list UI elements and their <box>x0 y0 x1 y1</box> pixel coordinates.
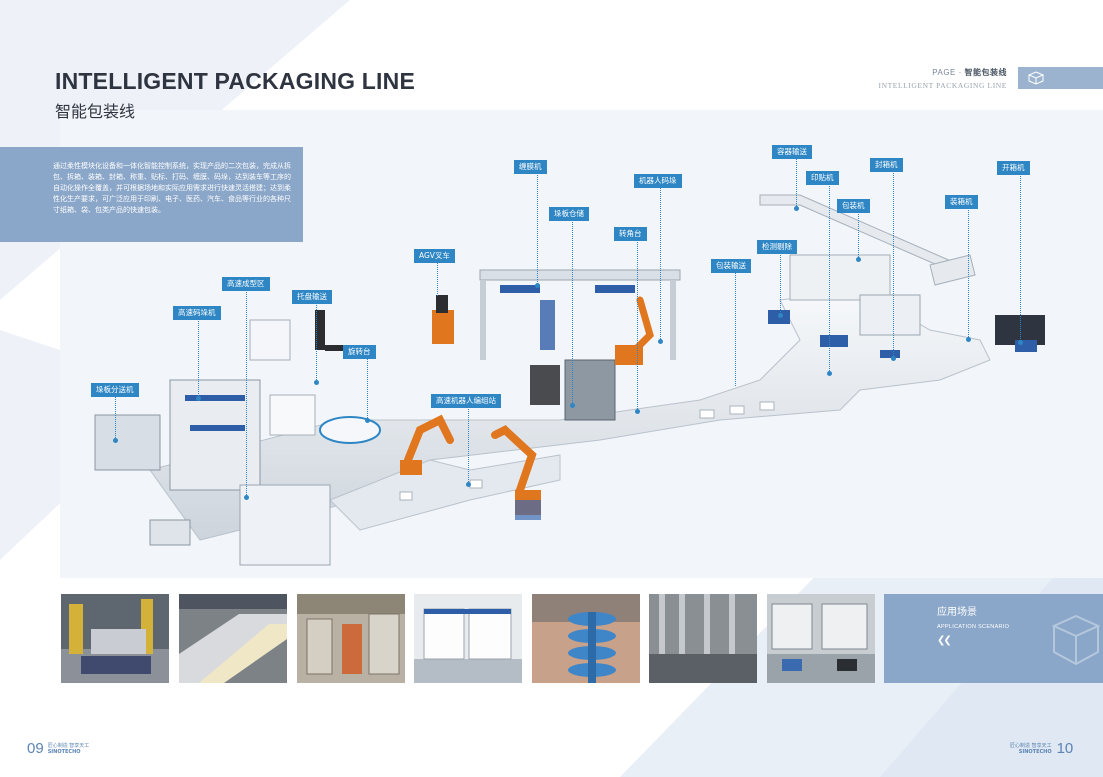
callout-pallet-dispenser: 垛板分送机 <box>91 383 139 397</box>
footer-right: 匠心制造 智享天工 SINOTECHO 10 <box>1010 740 1073 757</box>
page-subtitle: 智能包装线 <box>55 102 136 121</box>
application-photo-1 <box>61 594 169 683</box>
box-cube-icon <box>1052 614 1100 666</box>
callout-tray-conveyor: 托盘输送 <box>292 290 332 304</box>
application-subtitle: APPLICATION SCENARIO <box>937 624 1010 630</box>
page-tag-line-1: PAGE · 智能包装线 <box>932 68 1007 77</box>
leader-line <box>198 318 199 396</box>
callout-high-speed-forming: 高速成型区 <box>222 277 270 291</box>
leader-line <box>858 211 859 259</box>
leader-line <box>637 239 638 411</box>
leader-line <box>1020 173 1021 343</box>
footer-slogan: 匠心制造 智享天工 <box>1010 742 1052 749</box>
callout-print-label-machine: 印贴机 <box>806 171 839 185</box>
callout-case-erector: 开箱机 <box>997 161 1030 175</box>
page-number-right: 10 <box>1056 740 1074 757</box>
callout-agv-forklift: AGV叉车 <box>414 249 455 263</box>
page-tag: PAGE · 智能包装线 INTELLIGENT PACKAGING LINE <box>878 67 1007 90</box>
application-title: 应用场景 <box>937 607 977 618</box>
footer-brand-name: SINOTECHO <box>1018 748 1052 755</box>
leader-dot <box>113 438 118 443</box>
callout-corner-table: 转角台 <box>614 227 647 241</box>
footer-brand-left: 匠心制造 智享天工 SINOTECHO <box>48 743 90 755</box>
description-panel: 通过柔性模块化设备和一体化智能控制系统，实现产品的二次包装，完成从拆包、拆箱、装… <box>0 147 303 242</box>
leader-line <box>537 172 538 284</box>
footer-brand-name: SINOTECHO <box>47 748 81 755</box>
application-photo-4 <box>414 594 522 683</box>
leader-line <box>893 170 894 358</box>
callout-case-packer: 装箱机 <box>945 195 978 209</box>
leader-line <box>437 261 438 296</box>
leader-dot <box>466 482 471 487</box>
callout-case-sealer: 封箱机 <box>870 158 903 172</box>
box-cube-icon <box>1028 71 1044 85</box>
callout-packaging-conveyor: 包装输送 <box>711 259 751 273</box>
leader-dot <box>794 206 799 211</box>
page-tag-line-2: INTELLIGENT PACKAGING LINE <box>878 81 1007 90</box>
application-scenario-panel: 应用场景 APPLICATION SCENARIO ❮❮ <box>884 594 1103 683</box>
callout-rotary-table: 旋转台 <box>343 345 376 359</box>
leader-dot <box>856 257 861 262</box>
leader-line <box>735 271 736 386</box>
leader-line <box>780 252 781 314</box>
callout-robot-grouping-station: 高速机器人编组站 <box>431 394 501 408</box>
leader-line <box>660 186 661 341</box>
application-photo-2 <box>179 594 287 683</box>
leader-dot <box>244 495 249 500</box>
leader-dot <box>635 409 640 414</box>
leader-dot <box>658 339 663 344</box>
leader-line <box>316 302 317 382</box>
callout-inspection-reject: 检测剔除 <box>757 240 797 254</box>
callout-packing-machine: 包装机 <box>837 199 870 213</box>
leader-dot <box>535 283 540 288</box>
callout-robot-palletizing: 机器人码垛 <box>634 174 682 188</box>
leader-line <box>572 219 573 405</box>
leader-dot <box>314 380 319 385</box>
page-tag-box <box>1018 67 1103 89</box>
application-photo-5 <box>532 594 640 683</box>
leader-line <box>115 395 116 440</box>
callout-high-speed-palletizer: 高速码垛机 <box>173 306 221 320</box>
leader-line <box>367 357 368 420</box>
leader-line <box>468 406 469 484</box>
leader-dot <box>891 356 896 361</box>
production-line-illustration <box>94 194 1045 566</box>
footer-brand-right: 匠心制造 智享天工 SINOTECHO <box>1010 743 1052 755</box>
description-text: 通过柔性模块化设备和一体化智能控制系统，实现产品的二次包装，完成从拆包、拆箱、装… <box>53 162 291 214</box>
footer-left: 09 匠心制造 智享天工 SINOTECHO <box>27 740 89 757</box>
callout-container-conveyor: 容器输送 <box>772 145 812 159</box>
callout-stretch-wrapper: 缠膜机 <box>514 160 547 174</box>
page-title: INTELLIGENT PACKAGING LINE <box>55 68 415 94</box>
leader-line <box>968 207 969 339</box>
leader-dot <box>778 313 783 318</box>
page-number-left: 09 <box>27 740 44 757</box>
leader-dot <box>196 396 201 401</box>
leader-line <box>829 183 830 373</box>
footer-slogan: 匠心制造 智享天工 <box>47 742 90 749</box>
leader-dot <box>1018 340 1023 345</box>
application-photo-6 <box>649 594 757 683</box>
leader-dot <box>365 418 370 423</box>
leader-line <box>796 157 797 208</box>
leader-dot <box>966 337 971 342</box>
leader-dot <box>827 371 832 376</box>
callout-pallet-storage: 垛板仓储 <box>549 207 589 221</box>
application-photo-3 <box>297 594 405 683</box>
double-chevron-left-icon[interactable]: ❮❮ <box>937 635 952 646</box>
leader-line <box>246 289 247 497</box>
leader-dot <box>570 403 575 408</box>
application-photo-7 <box>767 594 875 683</box>
